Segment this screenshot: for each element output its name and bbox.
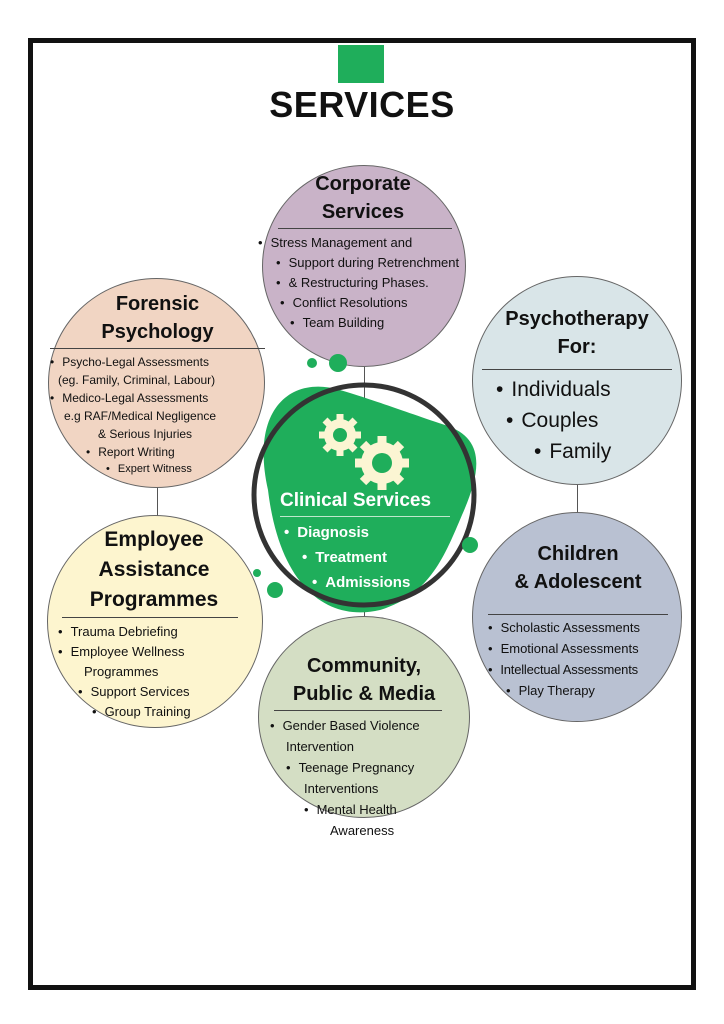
- psychotherapy-item: Individuals: [496, 374, 672, 405]
- children-title-2: & Adolescent: [514, 571, 642, 593]
- forensic-item: Psycho-Legal Assessments: [50, 353, 265, 371]
- corporate-title-2: Services: [321, 201, 405, 223]
- community-item: Gender Based Violence: [270, 715, 466, 736]
- gears-icon: [319, 414, 409, 490]
- psychotherapy-title-1: Psychotherapy: [505, 308, 649, 330]
- divider: [488, 614, 668, 615]
- connector-left: [157, 485, 158, 520]
- employee-item: Group Training: [92, 702, 254, 722]
- employee-title-2: Assistance: [98, 558, 210, 581]
- community-title-2: Public & Media: [292, 683, 436, 705]
- divider: [278, 228, 452, 229]
- forensic-item: Medico-Legal Assessments: [50, 389, 265, 407]
- employee-item: Support Services: [78, 682, 254, 702]
- community-item-cont: Awareness: [330, 823, 395, 838]
- employee-text: Employee Assistance Programmes Trauma De…: [54, 525, 254, 722]
- forensic-item-cont: (eg. Family, Criminal, Labour): [58, 373, 216, 387]
- psychotherapy-item: Family: [534, 436, 672, 467]
- community-text: Community, Public & Media Gender Based V…: [262, 652, 466, 841]
- community-item: Mental Health: [304, 799, 466, 820]
- corporate-item: Stress Management and: [258, 233, 468, 253]
- decor-dot: [267, 582, 283, 598]
- children-item: Scholastic Assessments: [488, 617, 680, 638]
- decor-dot: [253, 569, 261, 577]
- decor-dot: [462, 537, 478, 553]
- children-text: Children & Adolescent Scholastic Assessm…: [476, 540, 680, 701]
- community-item: Teenage Pregnancy: [286, 757, 466, 778]
- forensic-item-cont: e.g RAF/Medical Negligence: [64, 409, 217, 423]
- decor-dot: [329, 354, 347, 372]
- forensic-item-cont: & Serious Injuries: [98, 427, 193, 441]
- divider: [280, 516, 450, 517]
- clinical-item: Admissions: [312, 570, 450, 595]
- community-item-cont: Intervention: [286, 739, 354, 754]
- forensic-item: Expert Witness: [106, 461, 265, 478]
- clinical-ring: [251, 382, 477, 608]
- children-item: Emotional Assessments: [488, 638, 680, 659]
- employee-item-cont: Programmes: [84, 664, 159, 679]
- forensic-title-2: Psychology: [101, 321, 214, 343]
- divider: [50, 348, 265, 349]
- community-title-1: Community,: [306, 655, 422, 677]
- corporate-item-cont: Support during Retrenchment: [276, 253, 468, 273]
- clinical-item: Treatment: [302, 545, 450, 570]
- corporate-title-1: Corporate: [315, 173, 411, 195]
- corporate-item-cont: & Restructuring Phases.: [276, 273, 468, 293]
- forensic-item: Report Writing: [86, 443, 265, 461]
- accent-block: [338, 45, 384, 83]
- divider: [482, 369, 672, 370]
- employee-item: Employee Wellness: [58, 642, 254, 662]
- children-item: Play Therapy: [506, 680, 680, 701]
- employee-item: Trauma Debriefing: [58, 622, 254, 642]
- connector-right: [577, 480, 578, 520]
- clinical-item: Diagnosis: [284, 520, 450, 545]
- clinical-title: Clinical Services: [280, 490, 432, 511]
- divider: [274, 710, 442, 711]
- divider: [62, 617, 238, 618]
- page-title: SERVICES: [269, 84, 455, 125]
- psychotherapy-text: Psychotherapy For: Individuals Couples F…: [482, 305, 672, 467]
- psychotherapy-item: Couples: [506, 405, 672, 436]
- corporate-services-text: Corporate Services Stress Management and…: [258, 170, 468, 333]
- community-item-cont: Interventions: [304, 781, 379, 796]
- children-item: Intellectual Assessments: [488, 659, 680, 680]
- employee-title-3: Programmes: [89, 588, 219, 611]
- corporate-item: Conflict Resolutions: [280, 293, 468, 313]
- forensic-title-1: Forensic: [115, 293, 200, 315]
- children-title-1: Children: [537, 543, 619, 565]
- employee-title-1: Employee: [104, 528, 204, 551]
- psychotherapy-title-2: For:: [557, 336, 597, 358]
- page-border: [28, 38, 696, 990]
- forensic-text: Forensic Psychology Psycho-Legal Assessm…: [50, 290, 265, 478]
- corporate-item: Team Building: [290, 313, 468, 333]
- clinical-services-text: Clinical Services Diagnosis Treatment Ad…: [280, 488, 450, 595]
- decor-dot: [307, 358, 317, 368]
